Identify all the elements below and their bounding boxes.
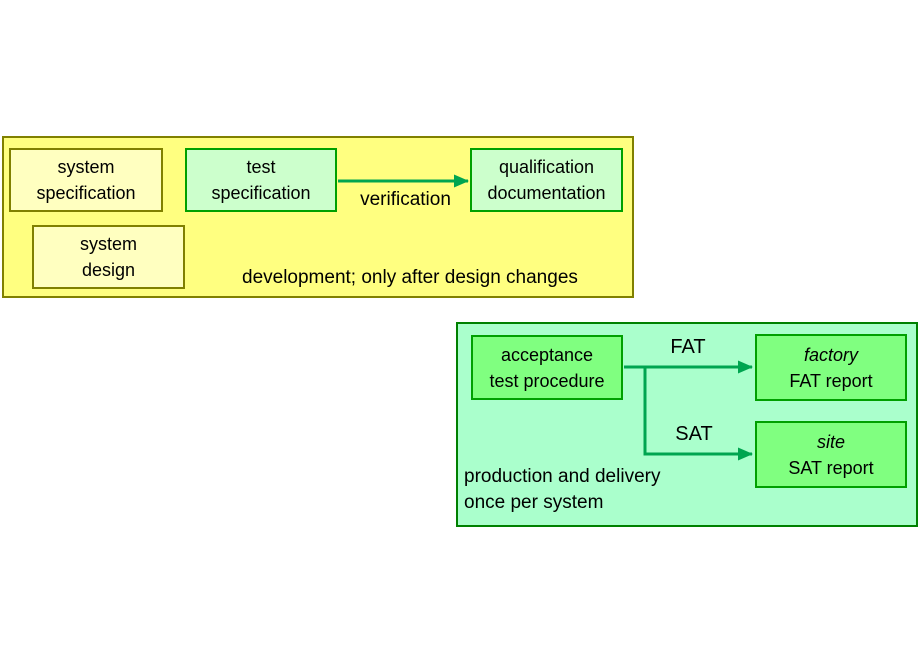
site-sat-report-box: site SAT report [755, 421, 907, 488]
verification-arrow-label: verification [360, 189, 451, 210]
production-caption-line1: production and delivery [464, 466, 661, 487]
factory-fat-report-box: factory FAT report [755, 334, 907, 401]
sat-arrow-label: SAT [675, 423, 713, 445]
qualification-documentation-line2: documentation [487, 183, 606, 203]
system-specification-line1: system [57, 157, 115, 177]
fat-arrow-label: FAT [670, 336, 706, 358]
system-specification-box: system specification [9, 148, 163, 212]
system-design-box: system design [32, 225, 185, 289]
site-sat-line1: site [816, 431, 845, 452]
production-caption-line2: once per system [464, 492, 604, 513]
production-caption: production and delivery once per system [464, 464, 660, 516]
acceptance-line1: acceptance [500, 344, 594, 365]
test-specification-line2: specification [211, 183, 311, 203]
system-specification-line2: specification [36, 183, 136, 203]
acceptance-line2: test procedure [489, 370, 605, 391]
system-design-line2: design [81, 260, 136, 280]
factory-fat-line2: FAT report [789, 370, 873, 391]
test-specification-line1: test [246, 157, 276, 177]
acceptance-test-procedure-box: acceptance test procedure [471, 335, 623, 400]
qualification-documentation-box: qualification documentation [470, 148, 623, 212]
site-sat-line2: SAT report [788, 457, 874, 478]
test-specification-box: test specification [185, 148, 337, 212]
development-caption: development; only after design changes [242, 267, 578, 288]
system-design-line1: system [79, 234, 137, 254]
factory-fat-line1: factory [803, 344, 859, 365]
qualification-documentation-line1: qualification [498, 157, 595, 177]
